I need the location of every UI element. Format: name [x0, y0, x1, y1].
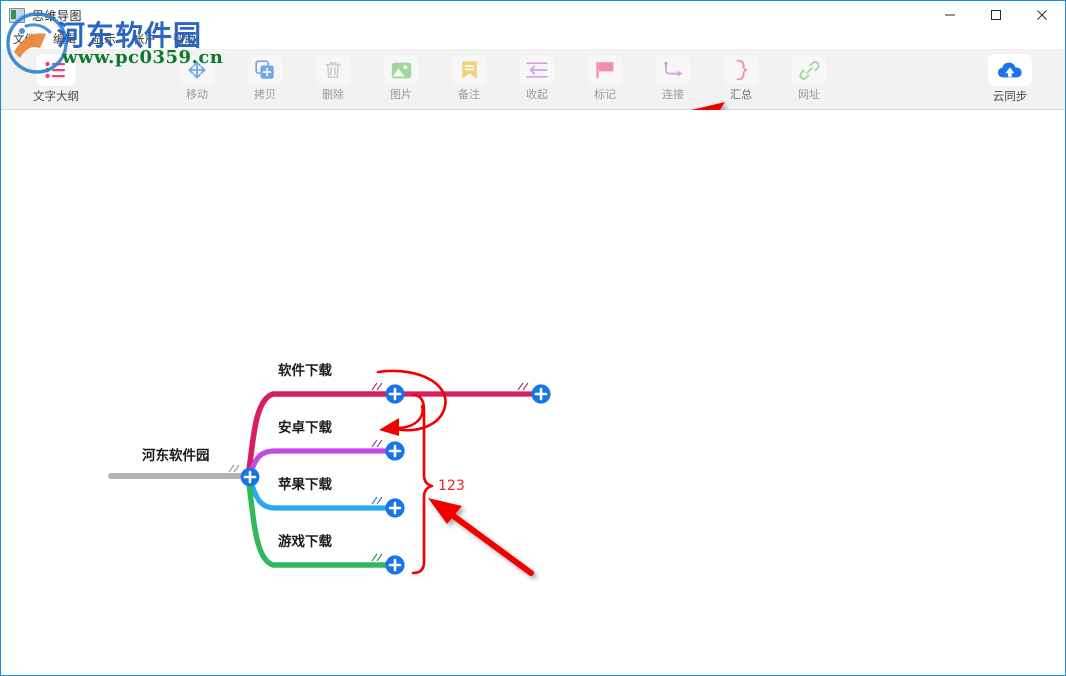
node-plus-software[interactable]: [385, 384, 405, 404]
flag-icon: [588, 56, 622, 84]
node-plus-apple[interactable]: [385, 498, 405, 518]
title-bar-left: 思维导图: [1, 7, 82, 24]
image-icon: [384, 56, 418, 84]
node-plus-android[interactable]: [385, 441, 405, 461]
summary-brace: [411, 393, 434, 575]
flag-button[interactable]: 标记: [582, 56, 628, 102]
trash-icon: [316, 56, 350, 84]
mindmap-graphics: [108, 369, 551, 576]
branch-game-download: [245, 475, 390, 568]
image-label: 图片: [390, 88, 412, 101]
toolbar-tools-group: 移动 拷贝: [111, 56, 955, 102]
note-label: 备注: [458, 88, 480, 101]
root-trunk: [108, 464, 247, 479]
minimize-icon[interactable]: [927, 1, 973, 29]
node-label-game-download[interactable]: 游戏下载: [278, 534, 332, 550]
window-title: 思维导图: [32, 8, 83, 23]
copy-plus-icon: [248, 56, 282, 84]
title-bar: 思维导图: [1, 1, 1065, 29]
copy-label: 拷贝: [254, 88, 276, 101]
flag-label: 标记: [594, 88, 616, 101]
node-plus-root[interactable]: [240, 467, 260, 487]
node-plus-software-child[interactable]: [531, 384, 551, 404]
connector-button[interactable]: 连接: [650, 56, 696, 102]
node-label-apple-download[interactable]: 苹果下载: [278, 477, 332, 493]
note-bookmark-icon: [452, 56, 486, 84]
branch-software-child: [396, 382, 537, 397]
node-label-android-download[interactable]: 安卓下载: [278, 420, 332, 436]
maximize-icon[interactable]: [973, 1, 1019, 29]
url-button[interactable]: 网址: [786, 56, 832, 102]
menu-file[interactable]: 文件: [13, 32, 36, 46]
delete-label: 删除: [322, 88, 344, 101]
move-button[interactable]: 移动: [174, 56, 220, 102]
toolbar-left-group: 文字大纲: [1, 54, 111, 104]
app-icon: [9, 7, 25, 23]
connector-arrow-icon: [656, 56, 690, 84]
link-chain-icon: [792, 56, 826, 84]
summary-label: 汇总: [730, 88, 752, 101]
move-arrows-icon: [180, 56, 214, 84]
cloud-upload-icon: [988, 54, 1032, 86]
mindmap-canvas[interactable]: 河东软件园 软件下载 安卓下载 苹果下载 游戏下载 123: [1, 110, 1065, 675]
url-label: 网址: [798, 88, 820, 101]
summary-button[interactable]: 汇总: [718, 56, 764, 102]
move-label: 移动: [186, 88, 208, 101]
branch-android-download: [246, 439, 390, 479]
node-label-software-download[interactable]: 软件下载: [278, 363, 332, 379]
branch-software-download: [245, 382, 390, 479]
summary-label[interactable]: 123: [438, 478, 465, 494]
menu-bar: 文件 编辑 显示 帐户 帮助: [1, 29, 1065, 49]
list-outline-icon: [36, 54, 76, 86]
menu-help[interactable]: 帮助: [173, 32, 196, 46]
collapse-label: 收起: [526, 88, 548, 101]
node-label-root[interactable]: 河东软件园: [142, 448, 210, 464]
connector-label: 连接: [662, 88, 684, 101]
cloud-sync-label: 云同步: [992, 89, 1028, 103]
red-curved-arrow: [376, 369, 447, 436]
node-plus-game[interactable]: [385, 555, 405, 575]
close-icon[interactable]: [1019, 1, 1065, 29]
note-button[interactable]: 备注: [446, 56, 492, 102]
menu-account[interactable]: 帐户: [133, 32, 156, 46]
collapse-button[interactable]: 收起: [514, 56, 560, 102]
delete-button[interactable]: 删除: [310, 56, 356, 102]
summary-brace-icon: [724, 56, 758, 84]
menu-view[interactable]: 显示: [93, 32, 116, 46]
text-outline-label: 文字大纲: [33, 89, 79, 103]
image-button[interactable]: 图片: [378, 56, 424, 102]
red-arrow-to-brace: [428, 498, 534, 576]
collapse-left-icon: [520, 56, 554, 84]
menu-edit[interactable]: 编辑: [53, 32, 76, 46]
copy-button[interactable]: 拷贝: [242, 56, 288, 102]
text-outline-button[interactable]: 文字大纲: [33, 54, 79, 104]
window-controls: [927, 1, 1065, 29]
cloud-sync-button[interactable]: 云同步: [987, 54, 1033, 104]
toolbar-right-group: 云同步: [955, 54, 1065, 104]
toolbar: 文字大纲 移动: [1, 49, 1065, 237]
